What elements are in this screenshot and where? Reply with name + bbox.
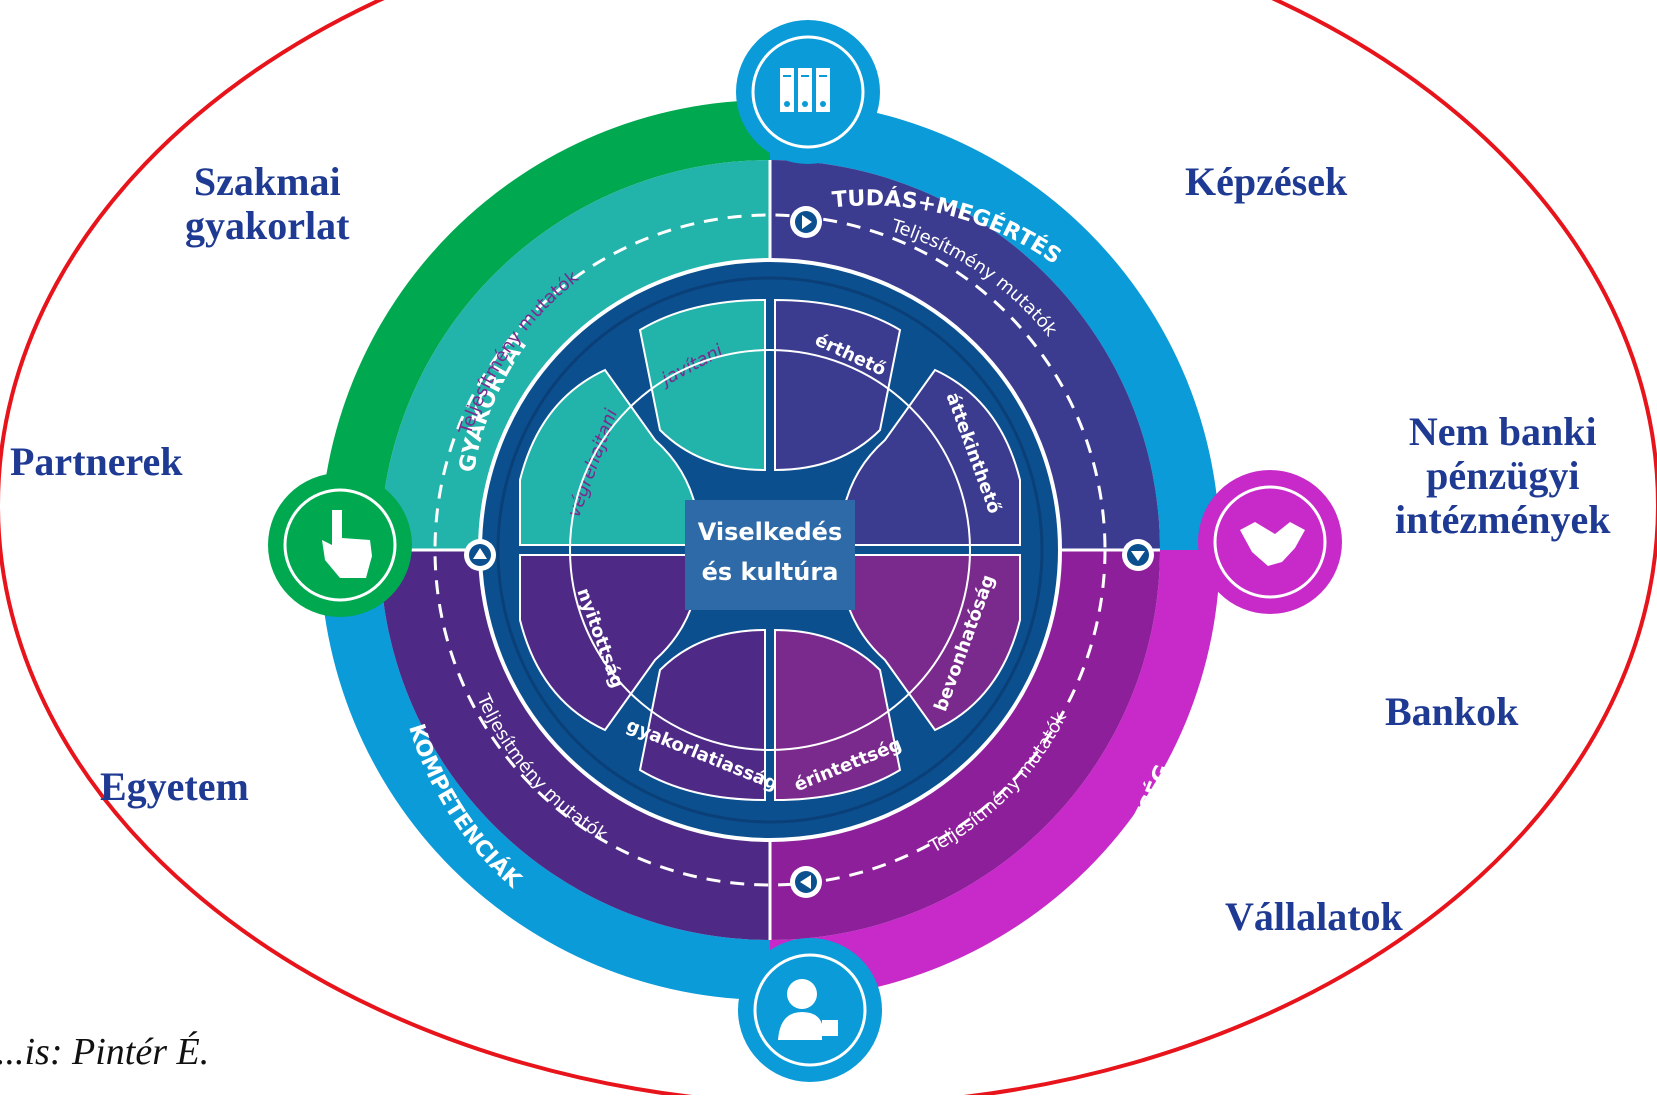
kpi-dashed-ring xyxy=(433,213,1107,887)
arrow-left-icon xyxy=(464,539,496,571)
petal-gyakorlatiassag: gyakorlatiasság xyxy=(623,628,781,802)
label-nem-banki-line1: Nem banki xyxy=(1408,409,1597,454)
petal-nyitottsag: nyitottság xyxy=(519,554,702,732)
hand-pointer-icon xyxy=(268,473,412,617)
arrow-top-icon xyxy=(790,206,822,238)
arrow-bottom-icon xyxy=(790,866,822,898)
label-kepzesek: Képzések xyxy=(1185,159,1348,204)
center-line1: Viselkedés xyxy=(698,518,843,546)
source-caption: ...is: Pintér É. xyxy=(0,1031,210,1073)
label-vallalatok: Vállalatok xyxy=(1225,894,1403,939)
center-line2: és kultúra xyxy=(702,558,839,586)
label-nem-banki-line3: intézmények xyxy=(1395,497,1611,542)
label-szakmai-line1: Szakmai xyxy=(193,159,341,204)
label-bankok: Bankok xyxy=(1385,689,1519,734)
arrow-right-icon xyxy=(1122,539,1154,571)
label-szakmai-line2: gyakorlat xyxy=(185,203,350,248)
handshake-icon xyxy=(1198,470,1342,614)
label-szakmai-gyakorlat: Szakmai gyakorlat xyxy=(185,160,349,248)
label-partnerek: Partnerek xyxy=(10,439,183,484)
binders-icon xyxy=(736,20,880,164)
petal-ertheto: érthető xyxy=(774,298,902,472)
label-nem-banki-line2: pénzügyi xyxy=(1426,453,1580,498)
label-nem-banki: Nem banki pénzügyi intézmények xyxy=(1395,410,1611,542)
label-egyetem: Egyetem xyxy=(100,764,249,809)
center-box xyxy=(685,500,855,610)
petal-attekintheto: áttekinthető xyxy=(838,368,1021,546)
person-puzzle-icon xyxy=(738,938,882,1082)
